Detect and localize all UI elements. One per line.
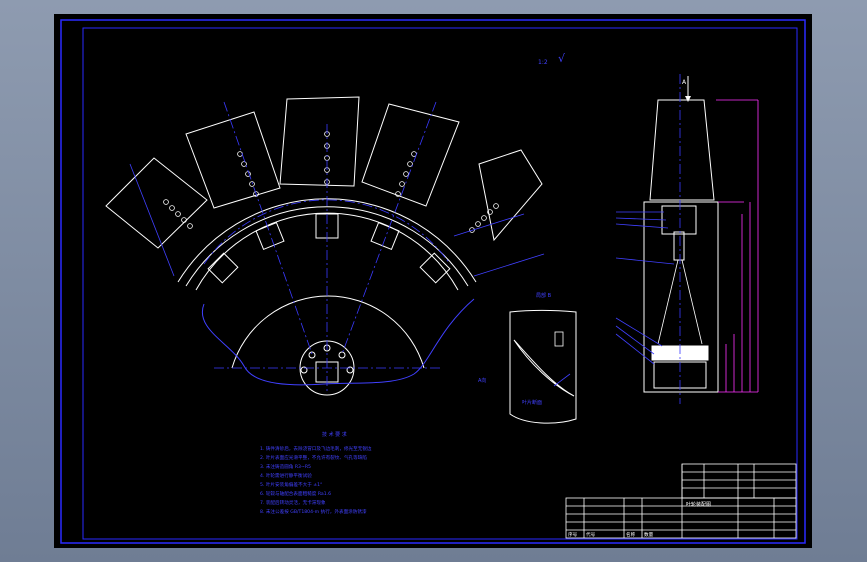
inner-border: [82, 27, 798, 540]
rim-pocket-4: [370, 221, 400, 251]
blade-3: [279, 96, 360, 187]
blade-label: 叶片断面: [522, 399, 542, 406]
tech-note-5: 5. 叶片安装角偏差不大于 ±1°: [260, 481, 322, 488]
leader-lines: [129, 163, 545, 277]
side-leaders: [615, 211, 675, 365]
detail-outline: [509, 310, 577, 424]
title-block: [565, 463, 797, 539]
cad-drawing: 局部 B 叶片断面 A: [60, 19, 806, 544]
title-block-col-1: 序号: [568, 531, 578, 538]
tech-note-7: 7. 装配后转动灵活，无卡滞现象: [260, 499, 326, 506]
tech-note-4: 4. 叶轮需进行静平衡试验: [260, 472, 312, 479]
impeller-front-view: [105, 96, 543, 396]
side-shaft: [673, 231, 685, 261]
rim-pocket-2: [255, 221, 285, 251]
cad-viewport[interactable]: 局部 B 叶片断面 A: [54, 14, 812, 548]
detail-dim: [553, 373, 571, 387]
blade-profile: [513, 339, 575, 397]
side-blade: [649, 99, 715, 201]
tech-note-1: 1. 铸件清砂后，去除浇冒口及飞边毛刺，修光至无锐边: [260, 445, 372, 452]
view-marker: A: [682, 79, 687, 86]
side-spoke-1: [657, 259, 679, 345]
blade-2: [185, 111, 281, 209]
tech-note-2: 2. 叶片表面应光滑平整，不允许有裂纹、气孔等缺陷: [260, 454, 367, 461]
title-block-cols: 序号 代号 名称 数量: [568, 531, 654, 538]
rim-pocket-1: [207, 252, 239, 284]
side-hub: [643, 201, 719, 393]
blade-hole-rows: [163, 131, 499, 233]
rim-pocket-5: [419, 252, 451, 284]
scale-tick: √: [558, 52, 566, 65]
rim-arc-2: [185, 206, 469, 287]
side-hub-top-pocket: [661, 205, 697, 235]
tech-note-8: 8. 未注公差按 GB/T1804-m 执行，外表面涂防锈漆: [260, 508, 367, 515]
blade-5: [478, 149, 543, 242]
scale-note: 1:2: [538, 59, 548, 66]
title-block-col-3: 名称: [626, 531, 636, 538]
side-spoke-2: [681, 259, 703, 345]
view-arrow-head: [685, 96, 691, 102]
inner-rim-arc: [231, 295, 425, 369]
dimension-lines: [716, 99, 759, 393]
side-section-view: A: [643, 74, 719, 404]
notes-title: 技 术 要 求: [322, 431, 347, 438]
title-block-name: 叶轮装配图: [686, 501, 711, 508]
detail-title: 局部 B: [536, 292, 552, 299]
break-line: [201, 298, 475, 386]
tech-note-6: 6. 轮毂与轴配合表面粗糙度 Ra1.6: [260, 490, 331, 497]
title-block-col-2: 代号: [586, 531, 596, 538]
tech-notes-list: 1. 铸件清砂后，去除浇冒口及飞边毛刺，修光至无锐边 2. 叶片表面应光滑平整，不…: [260, 445, 372, 515]
blade-4: [361, 103, 460, 207]
title-block-col-4: 数量: [644, 531, 654, 538]
section-view-title: A向: [478, 377, 486, 384]
detail-key: [554, 331, 564, 347]
tech-note-3: 3. 未注铸造圆角 R3~R5: [260, 463, 311, 470]
center-lines: [203, 101, 451, 392]
blade-detail: 局部 B 叶片断面: [509, 292, 577, 424]
blade-1: [105, 157, 208, 249]
outer-border: [60, 19, 806, 544]
